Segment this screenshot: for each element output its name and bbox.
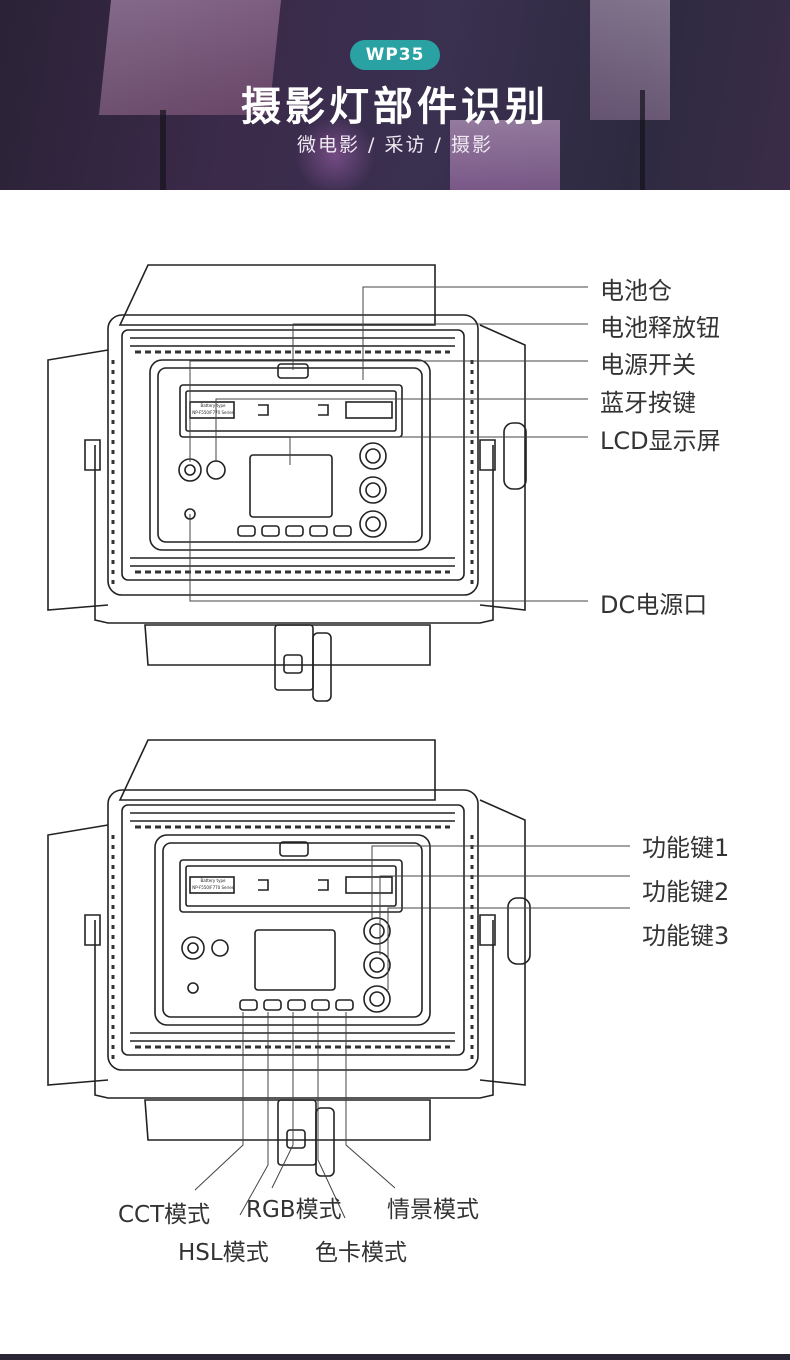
knob-2 — [359, 476, 387, 504]
label-function-key-2: 功能键2 — [642, 878, 730, 906]
mode-button-hsl — [263, 999, 282, 1011]
leader-lcd — [289, 436, 588, 465]
outer-frame — [107, 314, 479, 596]
page-subtitle: 微电影 / 采访 / 摄影 — [297, 134, 493, 156]
banner-light-panel — [590, 0, 670, 120]
label-rgb-mode: RGB模式 — [246, 1197, 342, 1223]
leader-function-2 — [379, 875, 630, 955]
light-diagram-1 — [47, 264, 588, 702]
barn-door-right — [479, 324, 526, 611]
function-knob-2 — [363, 951, 391, 979]
yoke-bracket — [94, 445, 494, 624]
label-battery-compartment: 电池仓 — [600, 277, 672, 305]
barn-door-bottom — [144, 624, 431, 666]
page-title: 摄影灯部件识别 — [241, 84, 549, 130]
label-battery-release: 电池释放钮 — [600, 314, 720, 342]
label-cct-mode: CCT模式 — [118, 1202, 211, 1228]
barn-door-left — [47, 349, 109, 611]
banner-glow — [290, 120, 380, 190]
leader-function-1 — [371, 845, 630, 920]
label-gel-mode: 色卡模式 — [315, 1240, 407, 1266]
leader-release — [292, 323, 588, 370]
knob-3 — [359, 510, 387, 538]
knob-1 — [359, 442, 387, 470]
function-knob-1 — [363, 917, 391, 945]
leader-gel — [317, 1012, 346, 1219]
label-power-switch: 电源开关 — [600, 351, 696, 379]
leader-bluetooth — [215, 398, 588, 462]
label-function-key-3: 功能键3 — [642, 922, 730, 950]
banner-stand — [640, 90, 645, 190]
leader-power — [189, 360, 588, 462]
leader-function-3 — [387, 907, 630, 990]
label-scene-mode: 情景模式 — [387, 1197, 479, 1223]
label-dc-port: DC电源口 — [600, 591, 708, 619]
leader-cct — [194, 1012, 244, 1191]
label-bluetooth: 蓝牙按键 — [600, 389, 696, 417]
back-panel — [149, 359, 431, 551]
tilt-knob — [503, 422, 527, 490]
footer-bar — [0, 1354, 790, 1360]
leader-dc — [189, 514, 588, 602]
leader-hsl — [239, 1012, 269, 1216]
leader-rgb — [271, 1012, 294, 1189]
label-function-key-1: 功能键1 — [642, 834, 730, 862]
mode-button-rgb — [287, 999, 306, 1011]
mode-button-cct — [239, 999, 258, 1011]
label-hsl-mode: HSL模式 — [178, 1240, 269, 1266]
banner-stand — [160, 110, 166, 190]
function-knob-3 — [363, 985, 391, 1013]
header-banner: WP35 摄影灯部件识别 微电影 / 采访 / 摄影 — [0, 0, 790, 190]
model-badge: WP35 — [350, 40, 440, 70]
label-lcd: LCD显示屏 — [600, 427, 721, 455]
leader-scene — [345, 1012, 396, 1189]
barn-door-top — [118, 264, 436, 326]
mode-button-gel — [311, 999, 330, 1011]
lcd-screen — [249, 454, 333, 518]
mode-button-scene — [335, 999, 354, 1011]
banner-light-panel — [450, 120, 560, 190]
leader-battery — [362, 286, 588, 380]
